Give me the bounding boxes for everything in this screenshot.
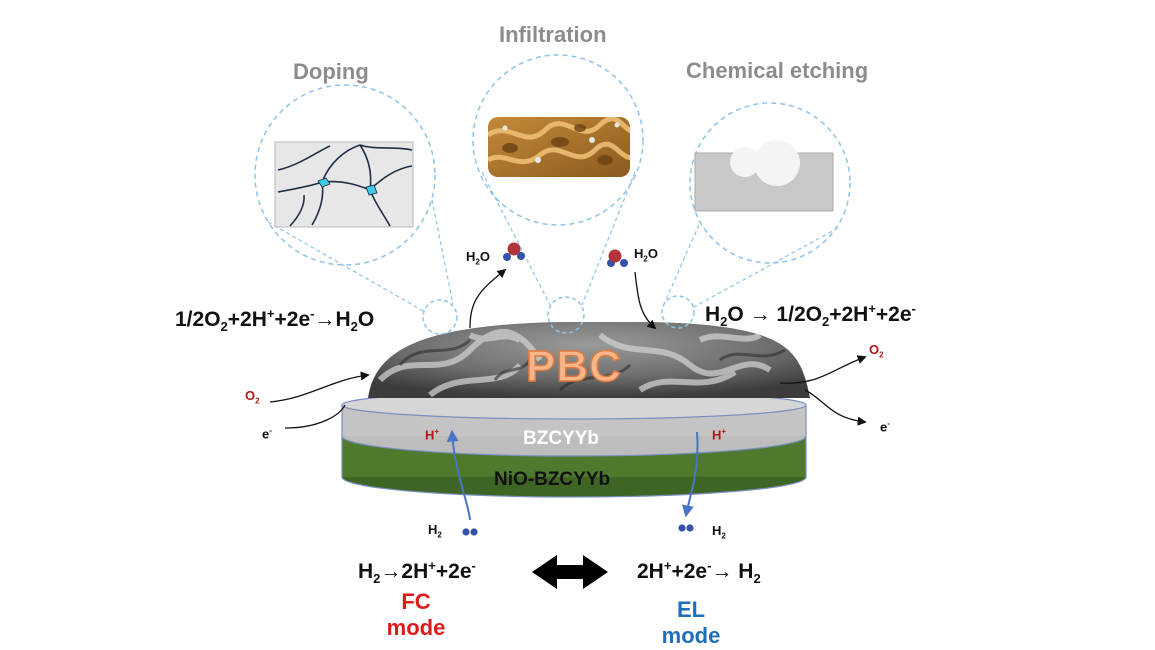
hydrogen-molecule-icon-left [462, 528, 478, 536]
el-mode-label: EL mode [655, 597, 727, 649]
el-equation: 2H++2e-→ H2 [637, 558, 761, 587]
water-molecule-icon-right [607, 249, 628, 267]
el-mode-line2: mode [661, 623, 721, 648]
electron-release-arrow [804, 389, 867, 426]
water-molecule-icon-left [503, 242, 525, 261]
el-mode-line1: EL [676, 597, 706, 622]
h2-label-right: H2 [712, 523, 726, 541]
h2-label-left: H2 [428, 522, 442, 540]
callout-doping [254, 84, 458, 335]
callout-chemical-etching [661, 102, 851, 329]
fc-mode-label: FC mode [380, 589, 452, 641]
h2o-label-right: H2O [634, 246, 658, 264]
electron-label-left: e- [262, 426, 272, 442]
fc-mode-line1: FC [401, 589, 431, 614]
infiltration-title: Infiltration [499, 22, 607, 47]
bidirectional-arrow-icon [532, 555, 608, 589]
electron-label-right: e- [880, 419, 890, 435]
chemical-etching-title: Chemical etching [686, 58, 869, 83]
pbc-label: PBC [525, 341, 622, 392]
wor-equation: H2O → 1/2O2+2H++2e- [705, 301, 916, 330]
doping-title: Doping [293, 59, 369, 84]
proton-up-arrow [446, 429, 471, 521]
h2o-intake-arrow [634, 271, 657, 330]
electron-intake-arrow [284, 404, 346, 429]
orr-equation: 1/2O2+2H++2e-→H2O [175, 306, 375, 335]
proton-label-left: H+ [425, 427, 440, 443]
hydrogen-molecule-icon-right [678, 524, 694, 532]
proton-label-right: H+ [712, 427, 727, 443]
o2-release-arrow [779, 355, 867, 384]
o2-label-left: O2 [245, 388, 260, 406]
h2o-release-arrow [469, 268, 507, 329]
anode-label: NiO-BZCYYb [494, 469, 611, 490]
fc-equation: H2→2H++2e- [358, 558, 476, 587]
pbc-cathode-dome [368, 322, 810, 398]
electrolyte-label: BZCYYb [523, 428, 599, 449]
h2o-label-left: H2O [466, 249, 490, 267]
callout-infiltration [472, 54, 644, 334]
fc-mode-line2: mode [386, 615, 446, 640]
proton-down-arrow [682, 431, 699, 518]
o2-label-right: O2 [869, 342, 884, 360]
o2-intake-arrow [269, 371, 370, 403]
